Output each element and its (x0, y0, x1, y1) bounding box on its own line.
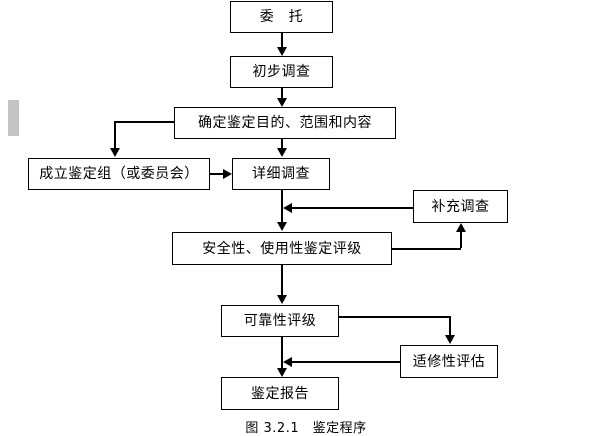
arrowhead-reliability-in (277, 295, 287, 304)
node-reliability-rating-label: 可靠性评级 (243, 313, 317, 329)
connector-safety-to-supplementary-vertical (460, 232, 462, 248)
margin-mark (8, 100, 19, 136)
node-detailed-survey-label: 详细调查 (252, 166, 310, 182)
node-form-appraisal-group-label: 成立鉴定组（或委员会） (39, 166, 199, 182)
arrowhead-safety-in (277, 222, 287, 231)
node-commission-label: 委 托 (259, 9, 304, 25)
connector-repairability-return (292, 361, 401, 363)
figure-caption: 图 3.2.1 鉴定程序 (245, 421, 367, 436)
arrowhead-detailed-in-left (223, 169, 232, 179)
node-detailed-survey[interactable]: 详细调查 (232, 158, 330, 190)
connector-safety-to-reliability (281, 265, 283, 296)
connector-detailed-to-safety (281, 190, 283, 223)
connector-reliability-to-report (281, 337, 283, 369)
connector-preliminary-to-scope (281, 88, 283, 99)
connector-safety-to-supplementary-horizontal (392, 248, 461, 250)
arrowhead-supplementary-in (456, 223, 466, 232)
node-commission[interactable]: 委 托 (230, 1, 333, 33)
arrowhead-repairability-in (445, 335, 455, 344)
arrowhead-preliminary-in (277, 47, 287, 56)
node-safety-usability-rating-label: 安全性、使用性鉴定评级 (202, 240, 362, 257)
node-determine-scope[interactable]: 确定鉴定目的、范围和内容 (174, 107, 396, 139)
connector-commission-to-preliminary (281, 33, 283, 48)
node-supplementary-survey[interactable]: 补充调查 (413, 190, 508, 223)
arrowhead-supplementary-return (283, 203, 292, 213)
node-preliminary-survey-label: 初步调查 (252, 64, 311, 80)
arrowhead-detailed-in-top (277, 148, 287, 157)
node-form-appraisal-group[interactable]: 成立鉴定组（或委员会） (28, 158, 210, 190)
connector-group-to-detailed (210, 173, 224, 175)
node-reliability-rating[interactable]: 可靠性评级 (221, 305, 339, 337)
node-safety-usability-rating[interactable]: 安全性、使用性鉴定评级 (172, 232, 392, 265)
connector-supplementary-return (292, 207, 413, 209)
node-supplementary-survey-label: 补充调查 (431, 198, 490, 215)
arrowhead-scope-in (277, 98, 287, 107)
node-repairability-assessment[interactable]: 适修性评估 (400, 345, 498, 378)
connector-reliability-to-repairability-vertical (449, 316, 451, 336)
arrowhead-repairability-return (283, 357, 292, 367)
arrowhead-report-in (277, 368, 287, 377)
node-determine-scope-label: 确定鉴定目的、范围和内容 (198, 115, 372, 131)
connector-scope-to-detailed (281, 139, 283, 149)
node-preliminary-survey[interactable]: 初步调查 (230, 56, 333, 88)
arrowhead-group-in (110, 148, 120, 157)
node-repairability-assessment-label: 适修性评估 (412, 353, 486, 370)
connector-reliability-to-repairability-horizontal (339, 316, 451, 318)
connector-scope-left-segment (114, 121, 175, 123)
node-appraisal-report[interactable]: 鉴定报告 (221, 377, 339, 410)
connector-scope-to-group-vertical (114, 121, 116, 148)
node-appraisal-report-label: 鉴定报告 (251, 385, 309, 402)
